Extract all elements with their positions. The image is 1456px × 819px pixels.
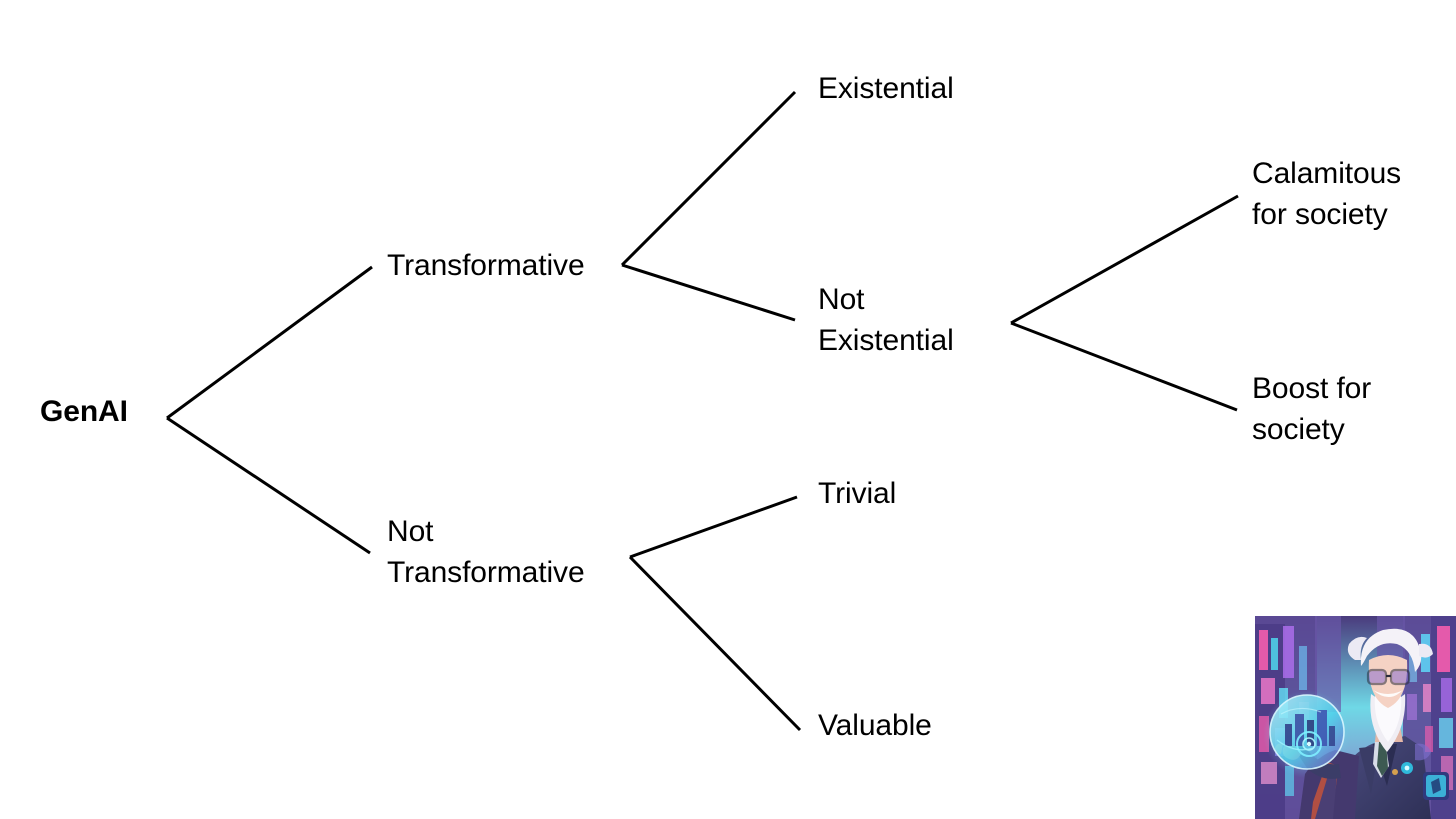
edge-transformative-to-not_existential bbox=[621, 263, 796, 322]
node-transformative[interactable]: Transformative bbox=[387, 249, 585, 282]
professor-hologram-illustration bbox=[1255, 616, 1456, 819]
edge-not_existential-to-calamitous bbox=[1010, 194, 1239, 325]
node-not-existential[interactable]: Not Existential bbox=[818, 283, 954, 357]
node-genai[interactable]: GenAI bbox=[40, 395, 128, 428]
node-calamitous-for-society[interactable]: Calamitous for society bbox=[1252, 157, 1402, 231]
edge-root-to-not_transformative bbox=[166, 416, 371, 555]
edge-not_transformative-to-valuable bbox=[628, 555, 802, 732]
node-boost-for-society[interactable]: Boost for society bbox=[1252, 372, 1372, 446]
edge-root-to-transformative bbox=[166, 265, 373, 420]
edge-not_existential-to-boost bbox=[1010, 321, 1238, 412]
node-valuable[interactable]: Valuable bbox=[818, 709, 932, 742]
node-trivial[interactable]: Trivial bbox=[818, 477, 897, 510]
edge-transformative-to-existential bbox=[620, 90, 797, 267]
node-existential[interactable]: Existential bbox=[818, 72, 954, 105]
node-not-transformative[interactable]: Not Transformative bbox=[387, 515, 585, 589]
edge-not_transformative-to-trivial bbox=[629, 495, 798, 559]
